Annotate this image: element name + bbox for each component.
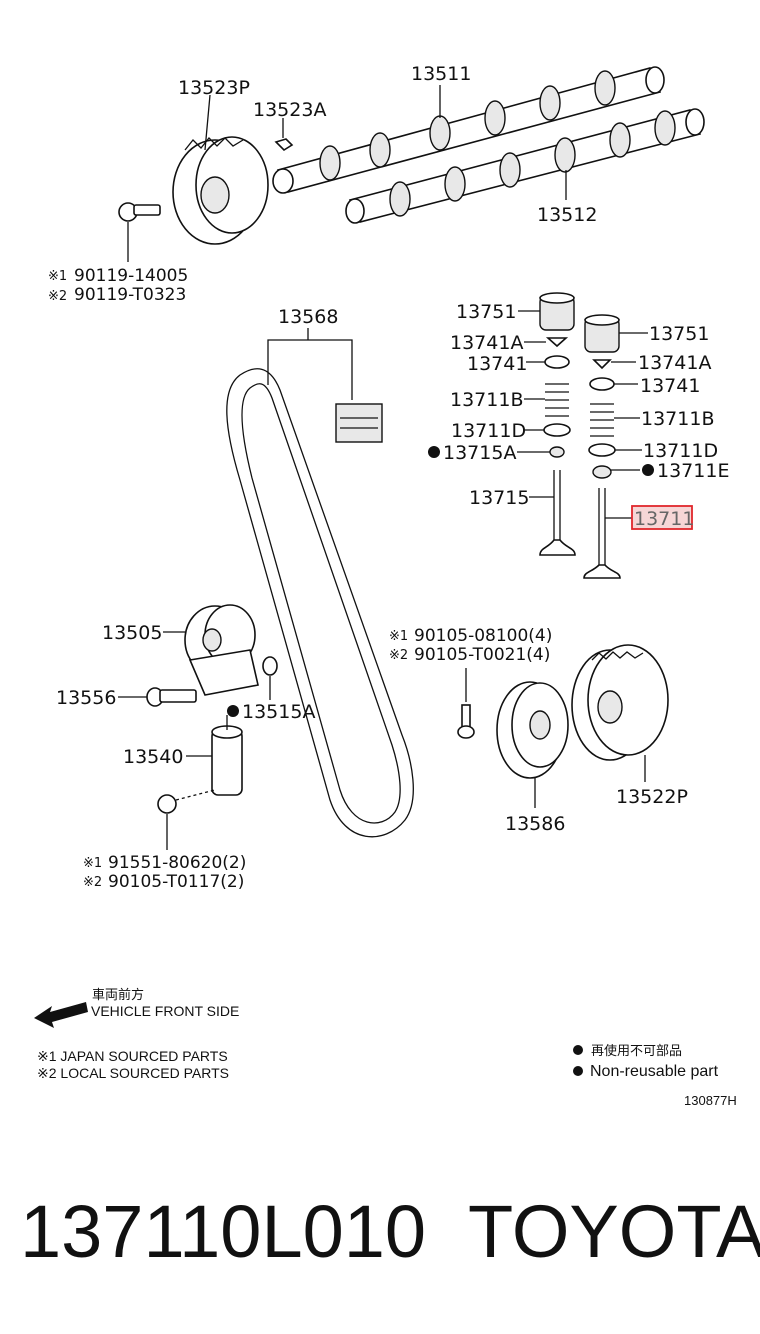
label-13711[interactable]: 13711 <box>634 508 694 530</box>
valve-train-left <box>539 292 576 556</box>
label-13741-left: 13741 <box>467 353 527 375</box>
label-13540: 13540 <box>123 746 183 768</box>
label-bolt-bot-2: 90105-T0117(2) <box>108 872 244 892</box>
label-13512: 13512 <box>537 204 597 226</box>
valve-train-right <box>583 314 621 579</box>
label-13505: 13505 <box>102 622 162 644</box>
label-13711B-left: 13711B <box>450 389 523 411</box>
nonreusable-dot <box>573 1045 583 1055</box>
timing-belt <box>226 368 414 838</box>
label-13715: 13715 <box>469 487 529 509</box>
label-13711E: 13711E <box>657 460 729 482</box>
label-13568: 13568 <box>278 306 338 328</box>
label-bolt-mid-1: 90105-08100(4) <box>414 626 552 646</box>
camshaft-13512 <box>345 108 705 224</box>
mark-1: ※1 <box>389 629 408 644</box>
legend-nonreuse-en: Non-reusable part <box>590 1063 719 1080</box>
nonreusable-dot <box>573 1066 583 1076</box>
mark-2: ※2 <box>48 289 67 304</box>
pulley-bolt <box>146 687 197 707</box>
nonreusable-dot <box>227 705 239 717</box>
label-13556: 13556 <box>56 687 116 709</box>
legend-local-sourced: ※2 LOCAL SOURCED PARTS <box>37 1065 229 1081</box>
label-13751-right: 13751 <box>649 323 709 345</box>
highlighted-part-13711[interactable]: 13711 <box>631 505 694 530</box>
label-bolt-mid-2: 90105-T0021(4) <box>414 645 550 665</box>
washer-13515A <box>262 656 278 676</box>
label-13523A: 13523A <box>253 99 326 121</box>
diagram-code: 130877H <box>684 1093 737 1108</box>
label-13515A: 13515A <box>242 701 315 723</box>
label-13711D-right: 13711D <box>643 440 718 462</box>
idler-pulley <box>184 604 259 696</box>
label-bolt-top-1: 90119-14005 <box>74 266 188 286</box>
nonreusable-dot <box>642 464 654 476</box>
crankshaft-timing-pulley-13522P <box>571 644 669 761</box>
label-13522P: 13522P <box>616 786 688 808</box>
label-13715A: 13715A <box>443 442 516 464</box>
front-arrow-icon <box>34 1002 88 1028</box>
camshaft-timing-pulley <box>172 136 269 245</box>
label-13711B-right: 13711B <box>641 408 714 430</box>
footer-brand: TOYOTA <box>468 1190 760 1273</box>
label-13586: 13586 <box>505 813 565 835</box>
label-13751-left: 13751 <box>456 301 516 323</box>
label-13523P: 13523P <box>178 77 250 99</box>
legend-front-en: VEHICLE FRONT SIDE <box>91 1003 239 1019</box>
crank-bolt <box>457 704 475 739</box>
legend-japan-sourced: ※1 JAPAN SOURCED PARTS <box>37 1048 228 1064</box>
mark-2: ※2 <box>83 875 102 890</box>
crankshaft-pulley-13586 <box>496 681 569 779</box>
label-13511: 13511 <box>411 63 471 85</box>
camshaft-13511 <box>272 66 665 194</box>
nonreusable-dot <box>428 446 440 458</box>
label-13711D-left: 13711D <box>451 420 526 442</box>
legend-front-jp: 車両前方 <box>92 987 144 1003</box>
tensioner-bolt <box>157 789 216 814</box>
sprocket-bolt <box>118 202 161 222</box>
tensioner-13540 <box>211 715 243 796</box>
label-bolt-bot-1: 91551-80620(2) <box>108 853 246 873</box>
footer-part-number: 137110L010 <box>20 1190 426 1273</box>
legend-nonreuse-jp: 再使用不可部品 <box>591 1043 682 1059</box>
mark-1: ※1 <box>83 856 102 871</box>
label-13741A-right: 13741A <box>638 352 711 374</box>
label-bolt-top-2: 90119-T0323 <box>74 285 186 305</box>
mark-1: ※1 <box>48 269 67 284</box>
mark-2: ※2 <box>389 648 408 663</box>
camshaft-key <box>274 138 294 152</box>
label-13741-right: 13741 <box>640 375 700 397</box>
label-13741A-left: 13741A <box>450 332 523 354</box>
